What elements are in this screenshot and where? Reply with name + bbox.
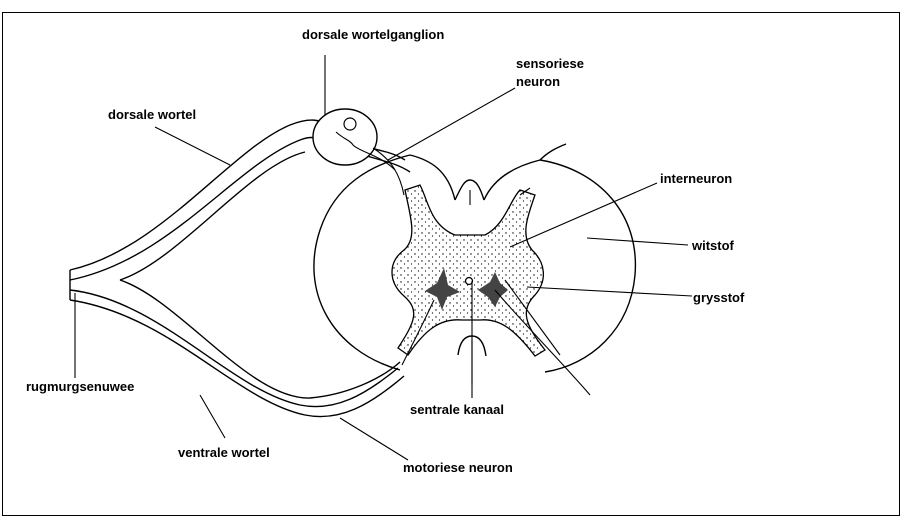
label-white-matter: witstof xyxy=(691,238,735,253)
label-spinal-nerve: rugmurgsenuwee xyxy=(26,379,134,394)
label-central-canal: sentrale kanaal xyxy=(410,402,504,417)
sensory-fibre xyxy=(373,148,404,195)
label-ventral-root: ventrale wortel xyxy=(178,445,270,460)
dorsal-root-ganglion xyxy=(313,109,377,165)
label-dorsal-root: dorsale wortel xyxy=(108,107,196,122)
label-motor-neuron: motoriese neuron xyxy=(403,460,513,475)
label-sensory-neuron-1: sensoriese xyxy=(516,56,584,71)
label-grey-matter: grysstof xyxy=(693,290,745,305)
ventral-root xyxy=(70,152,404,417)
interneuron-fibre xyxy=(495,290,590,395)
label-interneuron: interneuron xyxy=(660,171,732,186)
dorsal-root xyxy=(70,109,410,280)
label-sensory-neuron-2: neuron xyxy=(516,74,560,89)
grey-matter xyxy=(392,185,545,356)
label-dorsal-root-ganglion: dorsale wortelganglion xyxy=(302,27,444,42)
